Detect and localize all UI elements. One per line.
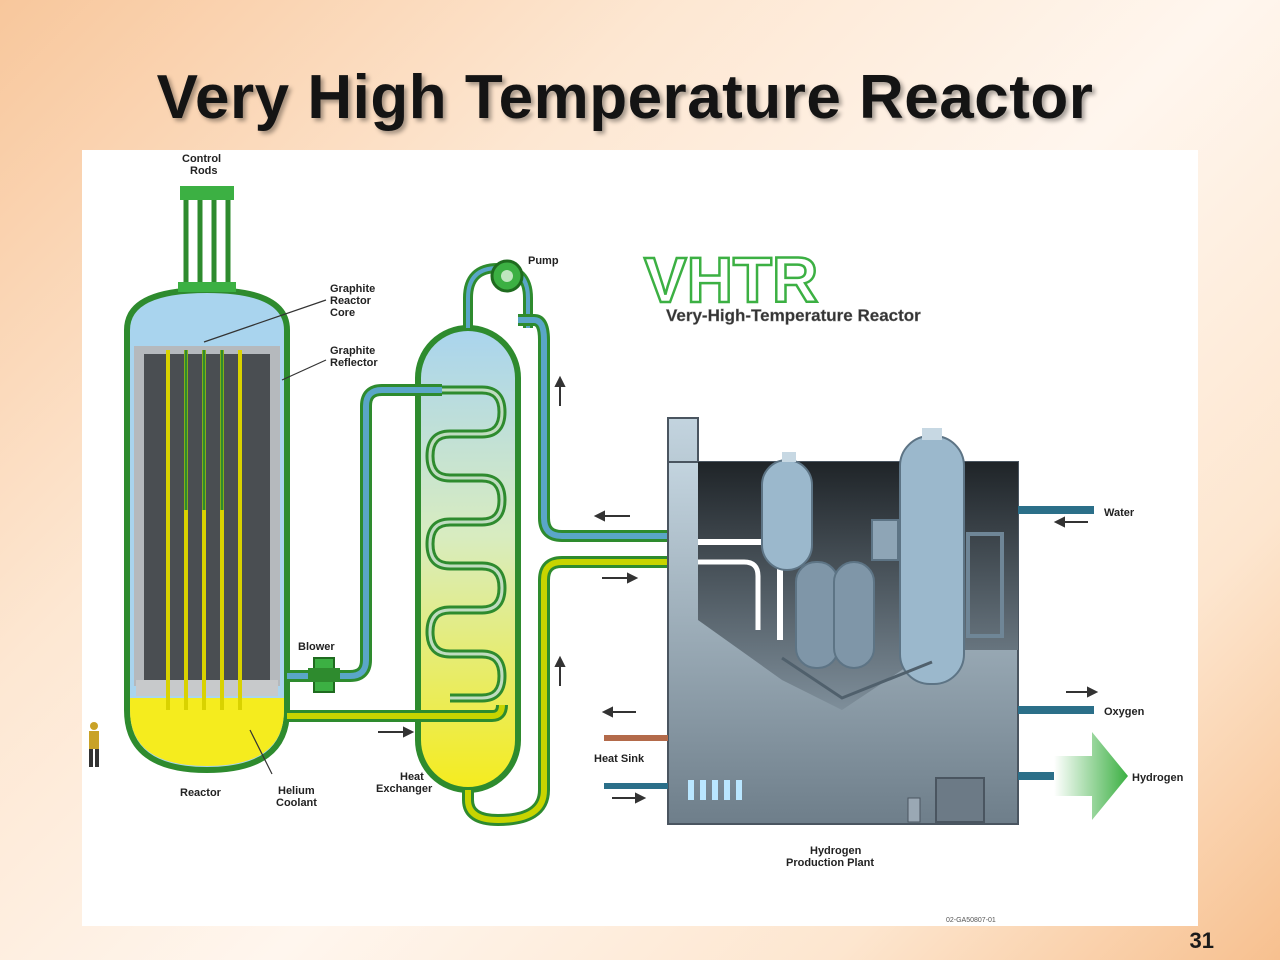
label-hydrogen: Hydrogen [1132,772,1184,784]
label-water: Water [1104,507,1135,519]
label-graphite-core-line1: Graphite [330,283,375,295]
hydrogen-plant [667,417,1019,825]
label-hydrogen-plant: Hydrogen Production Plant [786,845,874,869]
label-graphite-core: Graphite Reactor Core [330,283,378,319]
diagram-canvas: VHTR Very-High-Temperature Reactor Contr… [89,153,1184,924]
label-drawing-code: 02-GA50807-01 [946,917,996,924]
vhtr-subtitle: Very-High-Temperature Reactor [666,306,921,325]
label-graphite-core-line2: Reactor [330,295,372,307]
label-blower: Blower [298,641,335,653]
worker-figure [89,722,99,767]
label-helium-coolant: Helium Coolant [276,785,318,809]
label-heat-exchanger-line2: Exchanger [376,783,433,795]
pump [490,259,524,293]
label-hydrogen-plant-line2: Production Plant [786,857,874,869]
slide-title: Very High Temperature Reactor [156,63,1094,132]
hydrogen-output-arrow [1054,732,1128,820]
label-leader-lines [203,299,327,775]
label-hydrogen-plant-line1: Hydrogen [810,845,862,857]
reactor-vessel [124,286,290,774]
label-heat-sink: Heat Sink [594,753,645,765]
label-oxygen: Oxygen [1104,706,1145,718]
label-control-rods-line2: Rods [190,165,218,177]
label-control-rods-line1: Control [182,153,221,165]
plant-arrows [601,516,1099,804]
label-helium-coolant-line1: Helium [278,785,315,797]
label-reactor: Reactor [180,787,222,799]
vhtr-diagram: VHTR Very-High-Temperature Reactor Contr… [82,150,1198,926]
label-graphite-core-line3: Core [330,307,355,319]
label-heat-exchanger-line1: Heat [400,771,424,783]
label-graphite-reflector-line1: Graphite [330,345,375,357]
label-heat-exchanger: Heat Exchanger [376,771,433,795]
vhtr-logo: VHTR [644,244,818,316]
label-graphite-reflector: Graphite Reflector [330,345,378,369]
flow-arrows [378,375,639,738]
label-pump: Pump [528,255,559,267]
page-number: 31 [1189,928,1214,953]
label-control-rods: Control Rods [182,153,224,177]
control-rods [178,186,236,292]
label-graphite-reflector-line2: Reflector [330,357,378,369]
label-helium-coolant-line2: Coolant [276,797,317,809]
blower [308,657,340,693]
